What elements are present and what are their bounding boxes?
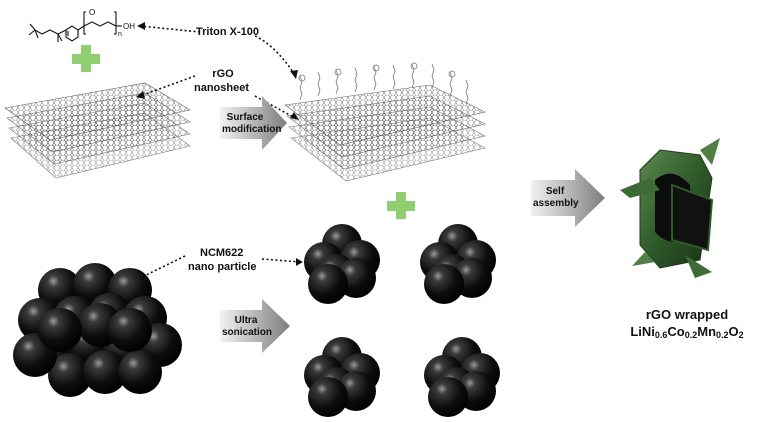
self-line2: assembly bbox=[533, 198, 579, 209]
formula-subscript: 0.2 bbox=[684, 330, 698, 340]
leader-lines bbox=[139, 25, 301, 279]
nanoparticle-sphere bbox=[424, 264, 464, 304]
ultra-line1: Ultra bbox=[234, 315, 258, 326]
ncm622-cluster bbox=[304, 224, 380, 304]
nanoparticle-sphere bbox=[308, 264, 348, 304]
formula-element: Mn bbox=[697, 324, 717, 339]
product-label: rGO wrapped LiNi0.6Co0.2Mn0.2O2 bbox=[612, 306, 762, 344]
ncm-label-line1: NCM622 bbox=[200, 247, 244, 259]
triton-label: Triton X-100 bbox=[196, 26, 259, 38]
nanoparticle-sphere bbox=[428, 377, 468, 417]
formula-subscript: 2 bbox=[738, 330, 744, 340]
formula-subscript: 0.6 bbox=[654, 330, 668, 340]
formula-subscript: 0.2 bbox=[716, 330, 729, 340]
rgo-label-line1: rGO bbox=[212, 68, 234, 80]
formula-element: Co bbox=[667, 324, 685, 339]
self-assembly-arrow bbox=[531, 169, 605, 227]
ncm622-aggregate bbox=[13, 263, 182, 397]
formula-element: O bbox=[728, 324, 739, 339]
nanoparticle-sphere bbox=[308, 377, 348, 417]
rgo-label-line2: nanosheet bbox=[194, 82, 250, 94]
molecule-n-subscript: n bbox=[118, 31, 122, 38]
self-line1: Self bbox=[545, 186, 565, 197]
nanoparticle-sphere bbox=[83, 350, 127, 394]
surface-modification-label: Surface modification bbox=[222, 112, 282, 136]
product-line1: rGO wrapped bbox=[645, 307, 729, 322]
surface-modification-arrow bbox=[220, 96, 287, 150]
rgo-wrapped-particle bbox=[620, 138, 720, 278]
molecule-end-group: OH bbox=[123, 22, 135, 31]
molecule-oxygen-label: O bbox=[89, 8, 95, 17]
modified-rgo-sheet-stack bbox=[284, 62, 486, 182]
plus-icon bbox=[387, 192, 415, 219]
self-assembly-label: Self assembly bbox=[533, 186, 579, 210]
formula-element: LiNi bbox=[630, 324, 655, 339]
nanoparticle-sphere bbox=[118, 350, 162, 394]
rgo-nanosheet-stack bbox=[4, 82, 191, 179]
plus-icon bbox=[72, 45, 100, 72]
ncm-label-line2: nano particle bbox=[188, 261, 257, 273]
ncm622-cluster bbox=[304, 337, 380, 417]
ncm622-cluster bbox=[424, 337, 500, 417]
ultra-sonication-arrow bbox=[220, 299, 290, 353]
ncm622-cluster bbox=[420, 224, 496, 304]
surfactant-chains bbox=[298, 62, 469, 105]
nanoparticle-sphere bbox=[108, 308, 152, 352]
product-formula: LiNi0.6Co0.2Mn0.2O2 bbox=[612, 323, 762, 344]
surface-line2: modification bbox=[222, 124, 282, 135]
triton-molecule-structure bbox=[28, 11, 122, 42]
nanoparticle-sphere bbox=[38, 308, 82, 352]
ultra-line2: sonication bbox=[222, 327, 273, 338]
surface-line1: Surface bbox=[226, 112, 264, 123]
ultra-sonication-label: Ultra sonication bbox=[222, 315, 273, 339]
nanoparticle-sphere bbox=[48, 353, 92, 397]
